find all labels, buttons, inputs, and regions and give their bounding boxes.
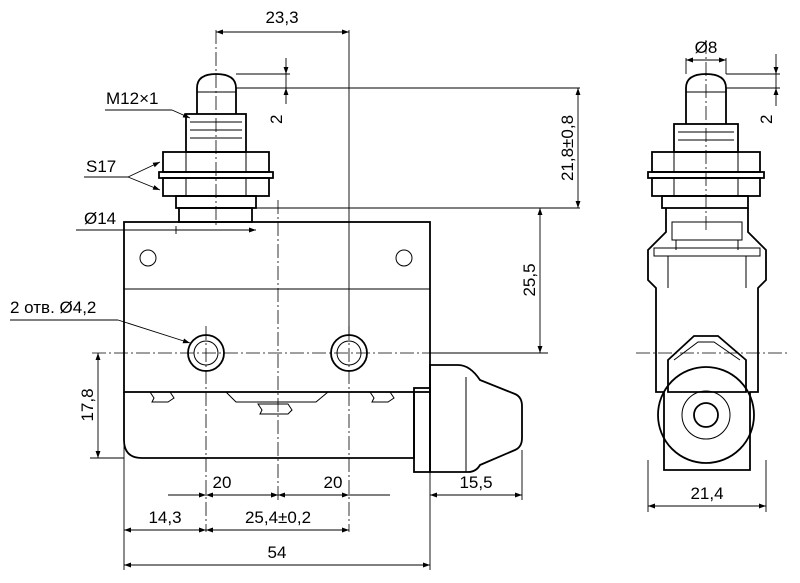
side-view: Ø8 2 21,4 (636, 38, 790, 512)
holes-callout: 2 отв. Ø4,2 (10, 298, 191, 344)
base-diameter-label: Ø14 (84, 209, 116, 228)
front-view: 23,3 M12×1 2 S17 Ø14 (10, 8, 581, 570)
dimension-roller-width: 15,5 (430, 473, 522, 498)
base-and-terminals (123, 391, 415, 459)
switch-housing (123, 221, 431, 393)
base-diameter-callout: Ø14 (76, 209, 256, 234)
hole-spacing-label: 25,4±0,2 (245, 508, 311, 527)
plunger (196, 73, 237, 114)
side-plunger-diameter: Ø8 (685, 38, 727, 74)
dimension-17-8: 17,8 (78, 353, 101, 458)
tip-label-front: 2 (267, 115, 286, 124)
side-roller (657, 366, 755, 464)
thread-label: M12×1 (106, 89, 158, 108)
screw-left (139, 249, 157, 267)
side-tip-label: 2 (757, 115, 776, 124)
dimension-25-5: 25,5 (520, 208, 543, 353)
roller-width-label: 15,5 (459, 473, 492, 492)
height-to-axis-label: 25,5 (520, 263, 539, 296)
side-center-lines (636, 40, 790, 354)
hole-offset-left-label: 20 (213, 473, 232, 492)
nut-label: S17 (86, 157, 116, 176)
roller-actuator (413, 364, 523, 473)
dimension-23-3: 23,3 (216, 8, 349, 35)
screw-right (395, 249, 413, 267)
dimension-hole-offsets: 20 20 (168, 473, 390, 498)
hole-offset-right-label: 20 (324, 473, 343, 492)
roller-outer (657, 366, 755, 464)
roller-pin (693, 402, 719, 428)
total-length-label: 54 (268, 543, 287, 562)
nut-callout: S17 (84, 157, 161, 191)
side-dimension-width: 21,4 (647, 460, 767, 512)
stroke-label: 21,8±0,8 (558, 115, 577, 181)
side-housing (647, 208, 767, 471)
dimension-stroke: 21,8±0,8 (558, 88, 581, 208)
dimension-tip-front: 2 (267, 58, 289, 124)
holes-label: 2 отв. Ø4,2 (10, 298, 96, 317)
thread-callout: M12×1 (105, 89, 191, 119)
side-dimension-tip: 2 (726, 54, 780, 124)
side-plunger-diameter-label: Ø8 (695, 38, 718, 57)
axis-from-bottom-label: 17,8 (78, 388, 97, 421)
dimension-bottom-row: 14,3 25,4±0,2 (124, 508, 349, 533)
extension-lines (90, 30, 580, 570)
dim-plunger-offset-label: 23,3 (265, 8, 298, 27)
side-width-label: 21,4 (690, 484, 723, 503)
dimension-total-length: 54 (124, 543, 430, 568)
left-edge-label: 14,3 (148, 508, 181, 527)
